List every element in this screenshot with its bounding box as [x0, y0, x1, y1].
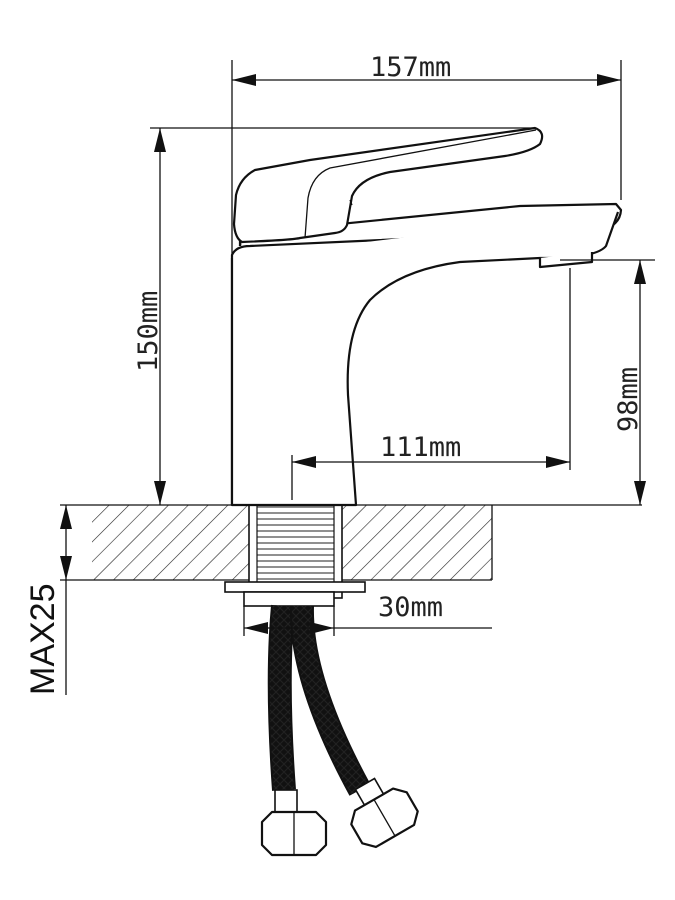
- dimension-height: 150mm: [133, 127, 535, 505]
- dimension-spout-reach: 111mm: [291, 268, 571, 500]
- max-thickness-label: MAX25: [24, 584, 62, 696]
- dimension-max-thickness: MAX25: [24, 505, 72, 695]
- countertop-section: [60, 504, 642, 581]
- supply-hoses: [260, 604, 419, 857]
- width-label: 157mm: [370, 52, 451, 83]
- dimension-spout-height: 98mm: [560, 259, 655, 505]
- dimension-hole-diameter: 30mm: [243, 592, 492, 636]
- spout-height-label: 98mm: [613, 367, 644, 432]
- hole-diameter-label: 30mm: [378, 592, 443, 623]
- height-label: 150mm: [133, 291, 164, 372]
- spout-reach-label: 111mm: [380, 432, 461, 463]
- dimension-width: 157mm: [231, 52, 622, 505]
